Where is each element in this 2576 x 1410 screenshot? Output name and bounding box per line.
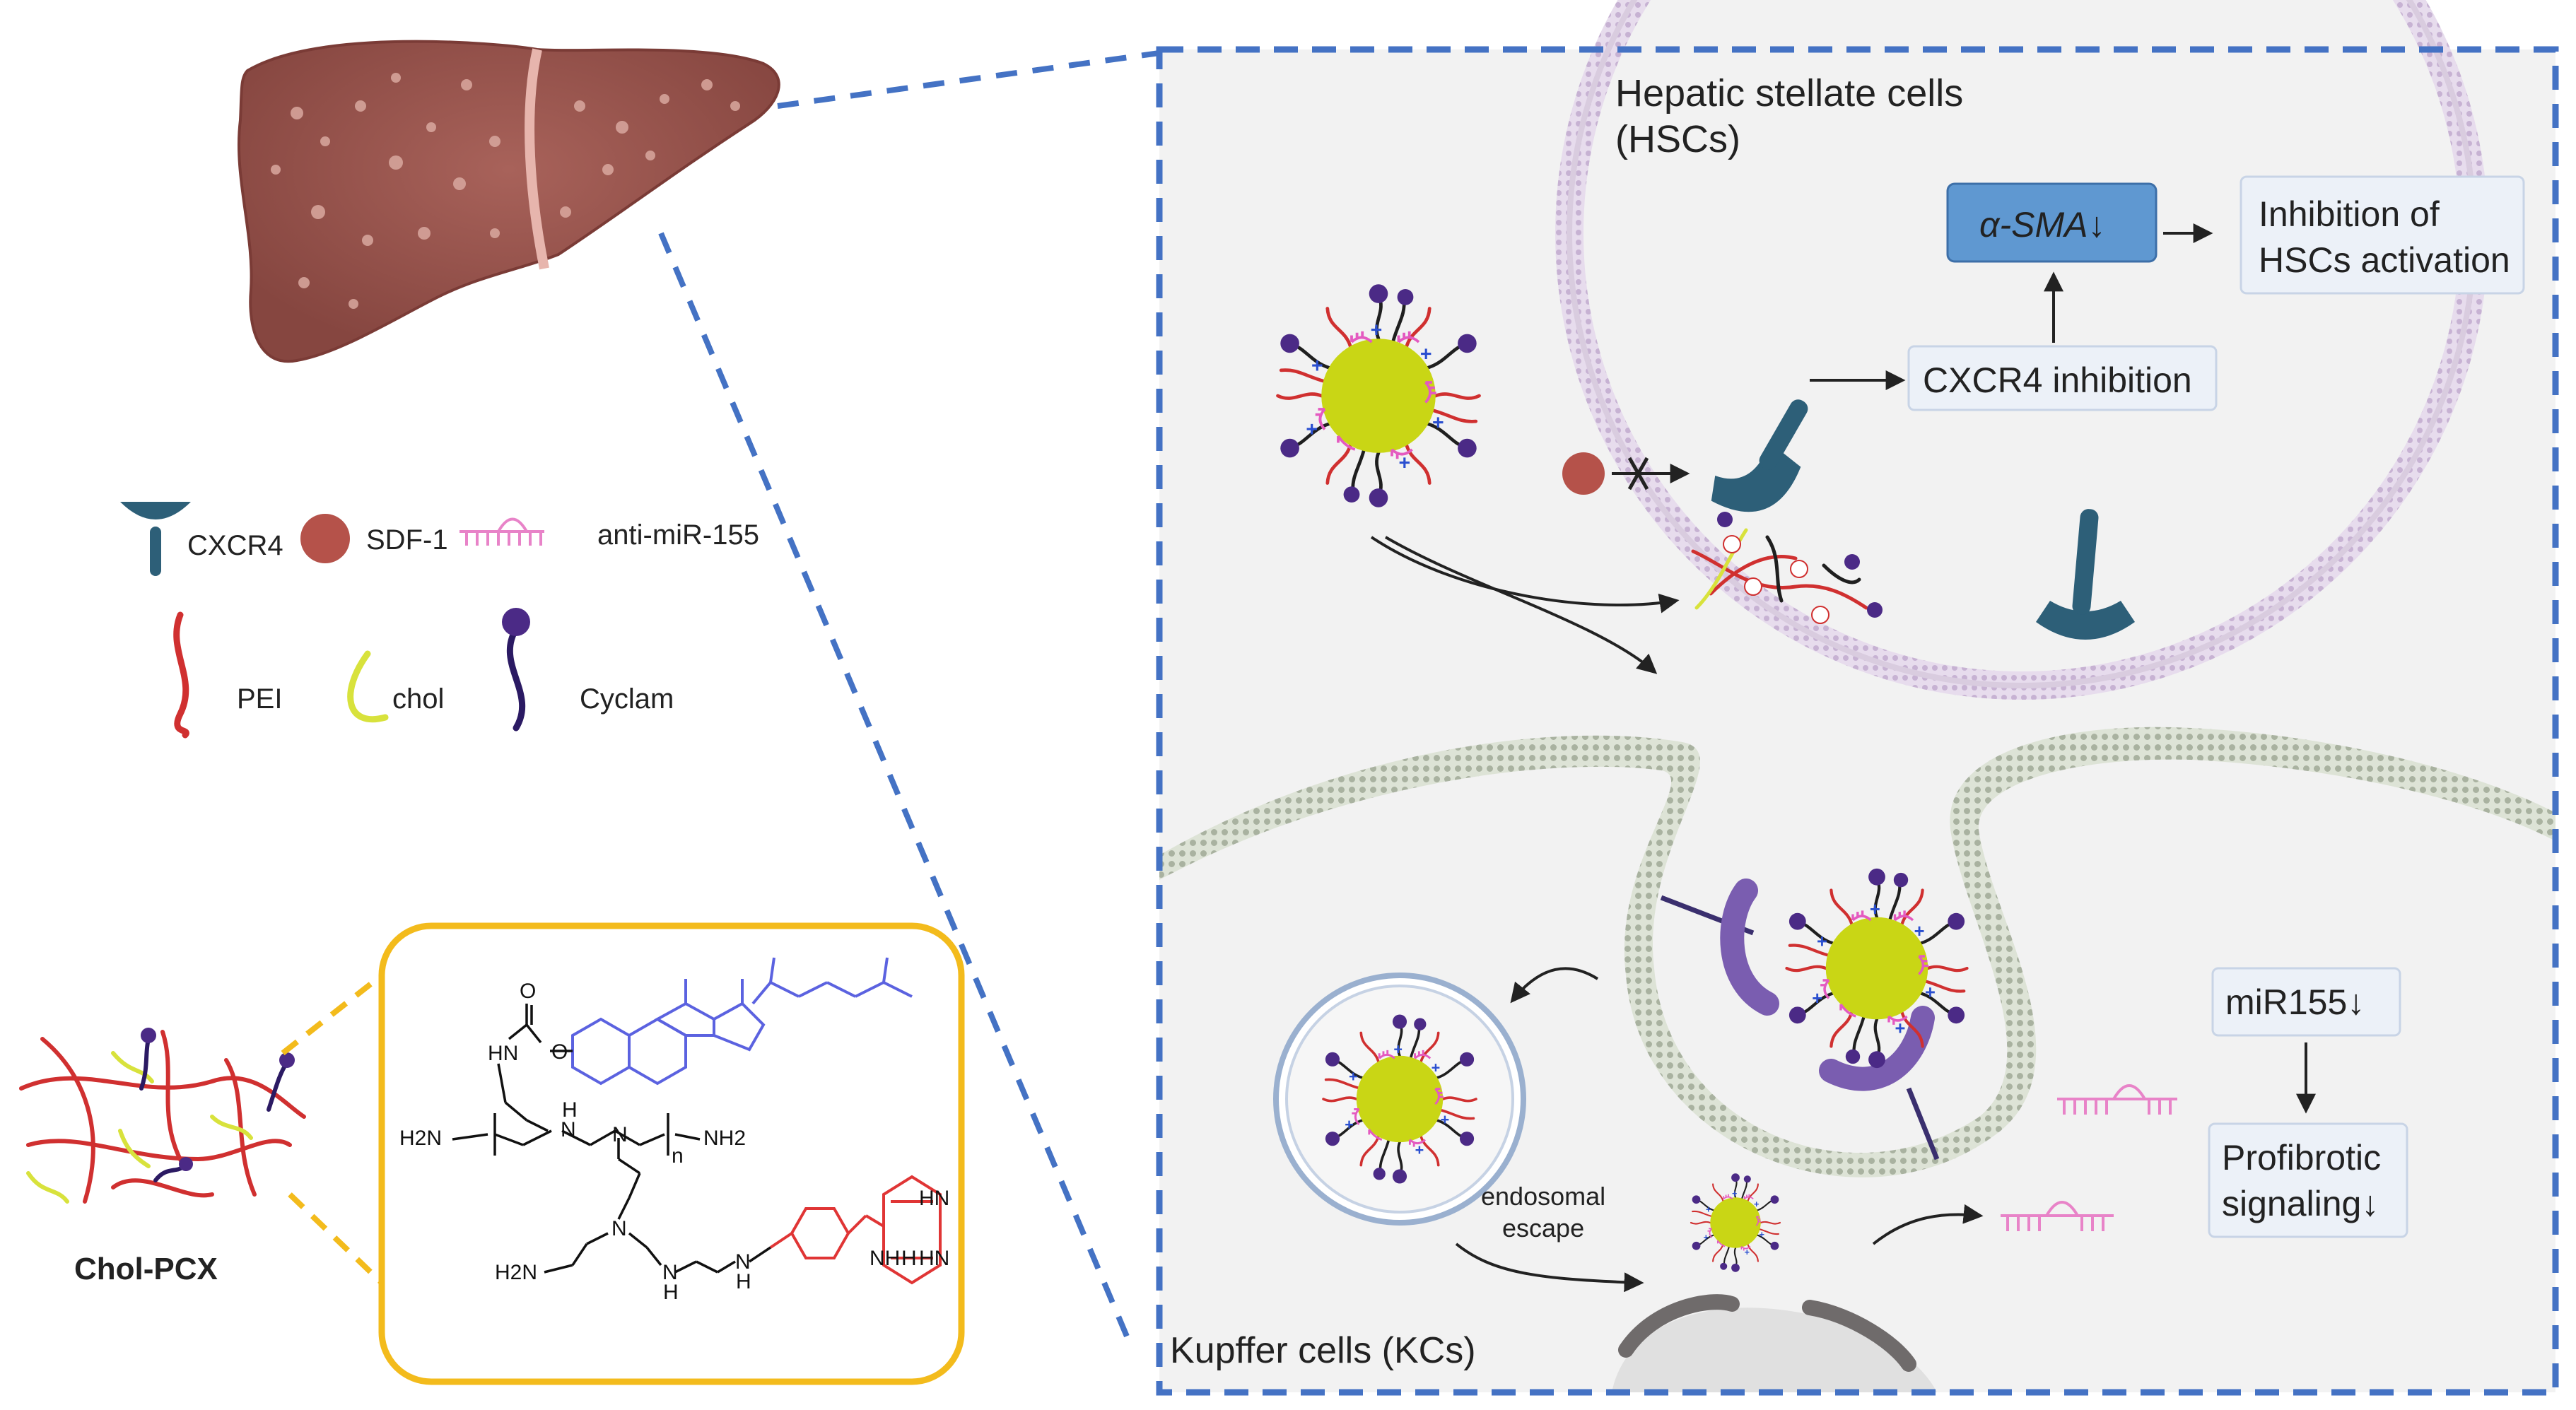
hsc-activation-box: Inhibition of HSCs activation bbox=[2240, 175, 2525, 295]
chem-n-top: N bbox=[561, 1118, 576, 1141]
hsc-activation-text-2: HSCs activation bbox=[2259, 240, 2510, 280]
chem-h-bottom2: H bbox=[736, 1270, 751, 1293]
anti-mir-legend-icon bbox=[459, 517, 544, 546]
kc-title: Kupffer cells (KCs) bbox=[1170, 1330, 1476, 1371]
chem-cyclam-h-tail: H bbox=[901, 1247, 917, 1270]
hsc-title-2: (HSCs) bbox=[1615, 118, 1740, 160]
chem-box-connectors bbox=[281, 973, 384, 1285]
cxcr4-inhibition-box: CXCR4 inhibition bbox=[1907, 345, 2218, 411]
anti-mir-strand-2 bbox=[2001, 1201, 2114, 1231]
legend-cxcr4-label: CXCR4 bbox=[187, 530, 283, 561]
legend-chol-label: chol bbox=[392, 683, 444, 715]
liver-illustration bbox=[237, 40, 780, 363]
legend-cyclam-label: Cyclam bbox=[580, 683, 674, 715]
profibrotic-text-2: signaling↓ bbox=[2222, 1184, 2379, 1223]
cxcr4-receptor-1 bbox=[1711, 399, 1808, 512]
endosomal-escape-text-2: escape bbox=[1502, 1214, 1584, 1242]
arrow-escape bbox=[1455, 1242, 1644, 1293]
chem-hn-carbamate: HN bbox=[488, 1042, 518, 1065]
arrow-np-to-hsc bbox=[1370, 536, 1680, 613]
pei-legend-icon bbox=[173, 611, 189, 739]
hsc-activation-text-1: Inhibition of bbox=[2259, 194, 2440, 234]
chem-n-bottom2: N bbox=[662, 1261, 678, 1284]
legend-sdf1-label: SDF-1 bbox=[366, 524, 448, 556]
legend: CXCR4 SDF-1 anti-miR-155 PEI chol Cyclam bbox=[120, 502, 759, 739]
chem-h-bottom1: H bbox=[663, 1281, 679, 1304]
profibrotic-box: Profibrotic signaling↓ bbox=[2208, 1122, 2408, 1238]
legend-pei-label: PEI bbox=[237, 683, 282, 715]
profibrotic-text-1: Profibrotic bbox=[2222, 1138, 2381, 1177]
chem-cyclam-nh-left: NH bbox=[870, 1247, 900, 1270]
cyclam-legend-icon bbox=[502, 608, 530, 732]
released-polymer bbox=[1691, 512, 1883, 624]
chol-pcx-network bbox=[19, 1028, 306, 1204]
kc-cell bbox=[1159, 727, 2555, 1392]
cxcr4-inhibition-text: CXCR4 inhibition bbox=[1923, 360, 2192, 400]
chem-h2n-left: H2N bbox=[399, 1127, 442, 1150]
chemical-structure: HN O O H2N H N N n NH2 N H2N N H N H HN … bbox=[399, 957, 949, 1304]
sdf1-ligand bbox=[1562, 452, 1605, 495]
arrow-np-to-kc bbox=[1384, 536, 1658, 674]
chem-h-top: H bbox=[562, 1098, 578, 1122]
legend-antimir-label: anti-miR-155 bbox=[597, 519, 759, 551]
chem-carbonyl-o: O bbox=[520, 980, 536, 1003]
chol-pcx-label: Chol-PCX bbox=[74, 1252, 218, 1286]
zoom-panel-frame bbox=[1156, 46, 2559, 1396]
chem-cyclam-hn-top: HN bbox=[919, 1187, 949, 1210]
sdf1-legend-icon bbox=[300, 514, 350, 563]
alpha-sma-text: α-SMA↓ bbox=[1979, 205, 2106, 245]
cxcr4-legend-icon bbox=[120, 502, 191, 576]
endosomal-escape-text-1: endosomal bbox=[1481, 1182, 1605, 1211]
chem-n-linker: N bbox=[735, 1250, 751, 1274]
kc-nucleus bbox=[1612, 1294, 1937, 1392]
chem-ester-o: O bbox=[551, 1040, 568, 1064]
chem-repeat-n: n bbox=[672, 1144, 684, 1168]
alpha-sma-box: α-SMA↓ bbox=[1946, 182, 2158, 263]
zoom-connector-lines bbox=[658, 50, 1160, 1348]
chem-h2n-bottom: H2N bbox=[495, 1261, 537, 1284]
mir155-box: miR155↓ bbox=[2211, 967, 2401, 1037]
arrow-to-endosome bbox=[1510, 967, 1599, 1004]
chem-cyclam-hn-right: HN bbox=[919, 1247, 949, 1270]
hsc-title-1: Hepatic stellate cells bbox=[1615, 72, 1963, 114]
mir155-text: miR155↓ bbox=[2225, 982, 2365, 1022]
chemical-structure-box bbox=[378, 922, 965, 1385]
anti-mir-strand-1 bbox=[2057, 1084, 2177, 1115]
block-x-icon bbox=[1627, 457, 1649, 490]
chem-n-bottom1: N bbox=[611, 1217, 627, 1240]
cxcr4-receptor-2 bbox=[2036, 509, 2135, 640]
chem-n-branch: N bbox=[612, 1123, 628, 1146]
chol-legend-icon bbox=[347, 650, 389, 723]
chem-nh2-right: NH2 bbox=[703, 1127, 746, 1150]
arrow-to-antimir bbox=[1872, 1204, 1984, 1245]
